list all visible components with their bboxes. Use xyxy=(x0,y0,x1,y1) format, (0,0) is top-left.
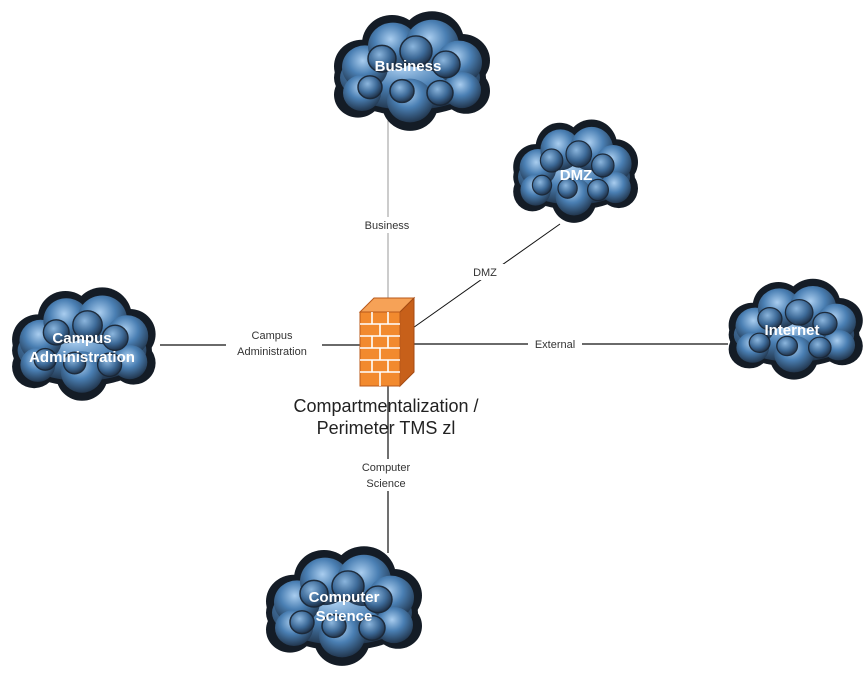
firewall-caption-line2: Perimeter TMS zl xyxy=(317,418,456,438)
cloud-label-cs-line1: Computer xyxy=(309,589,380,606)
cloud-internet: Internet xyxy=(727,278,864,381)
firewall-caption-line1: Compartmentalization / xyxy=(293,396,478,416)
link-label-campus-line1: Campus xyxy=(252,330,293,342)
link-label-cs-line1: Computer xyxy=(362,462,411,474)
firewall-icon xyxy=(358,296,416,388)
link-label-external: External xyxy=(535,339,575,351)
link-label-cs-line2: Science xyxy=(366,478,405,490)
cloud-business: Business xyxy=(333,10,491,132)
link-label-business: Business xyxy=(365,220,410,232)
cloud-label-business: Business xyxy=(375,58,442,75)
cloud-label-internet: Internet xyxy=(764,322,819,339)
cloud-label-cs-line2: Science xyxy=(316,608,373,625)
link-label-dmz: DMZ xyxy=(473,267,497,279)
cloud-dmz: DMZ xyxy=(512,118,639,224)
cloud-computer-science: Computer Science xyxy=(265,545,423,667)
link-label-campus-line2: Administration xyxy=(237,346,307,358)
cloud-label-dmz: DMZ xyxy=(560,167,593,184)
cloud-campus-administration: Campus Administration xyxy=(11,286,157,402)
cloud-label-campus-line1: Campus xyxy=(52,330,111,347)
cloud-label-campus-line2: Administration xyxy=(29,349,135,366)
